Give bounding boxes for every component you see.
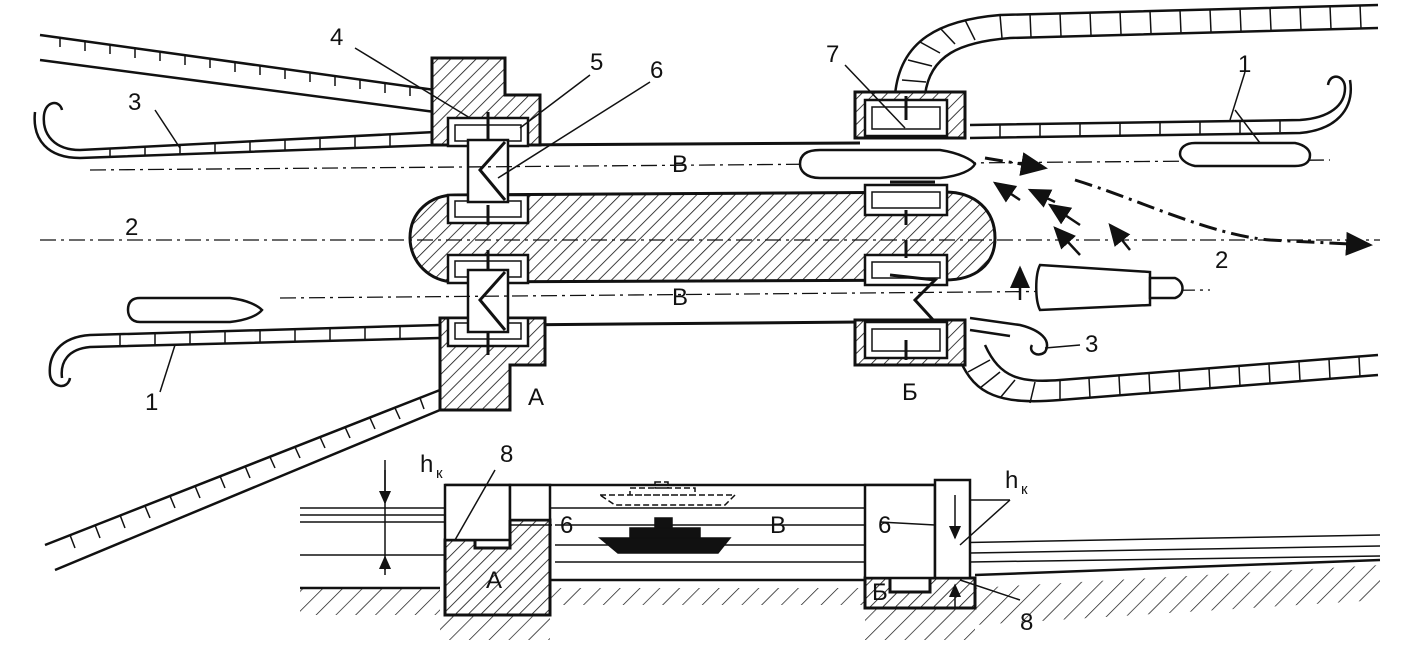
embankment-upper-right: [893, 3, 1379, 96]
guide-pier-lower-right: [969, 316, 1049, 356]
label-5: 5: [590, 49, 603, 76]
lock-chamber-plan: [504, 141, 861, 327]
ship-approaching: [1035, 263, 1184, 312]
label-head-b: Б: [902, 379, 918, 406]
chamber-axis-upper: [89, 159, 1331, 171]
label-6-plan: 6: [650, 57, 663, 84]
label-head-a: А: [528, 384, 544, 411]
embankment-lower-right: [958, 344, 1379, 404]
label-6-section-left: 6: [560, 512, 573, 539]
ship-upper-right: [1178, 141, 1312, 168]
label-6-section-right: 6: [878, 512, 891, 539]
longitudinal-section: [300, 460, 1381, 640]
label-3-bottom: 3: [1085, 331, 1098, 358]
label-3-top: 3: [128, 89, 141, 116]
flow-arrows: [984, 152, 1373, 300]
guide-pier-lower-left: [48, 323, 441, 388]
label-2-left: 2: [125, 214, 138, 241]
leader-lines: [154, 47, 1261, 393]
ship-lower-left: [126, 296, 264, 324]
embankment-upper-left: [39, 33, 436, 114]
label-chamber-bottom: В: [672, 284, 688, 311]
label-head-b-section: Б: [872, 579, 888, 606]
ship-in-chamber: [798, 148, 977, 180]
label-4: 4: [330, 24, 343, 51]
embankment-lower-left: [44, 388, 441, 572]
guide-pier-upper-right: [969, 75, 1353, 140]
label-7: 7: [826, 41, 839, 68]
label-1-bottom: 1: [145, 389, 158, 416]
upper-head-a: [430, 56, 547, 412]
label-chamber-section: В: [770, 512, 786, 539]
label-hk-left: h: [420, 451, 433, 478]
label-chamber-top: В: [672, 151, 688, 178]
label-hk-left-sub: к: [436, 465, 443, 482]
label-1-top: 1: [1238, 51, 1251, 78]
guide-pier-upper-left: [33, 101, 436, 160]
label-2-right: 2: [1215, 247, 1228, 274]
label-head-a-section: А: [486, 567, 502, 594]
label-8-right: 8: [1020, 609, 1033, 636]
label-hk-right-sub: к: [1021, 481, 1028, 498]
lower-head-b: [853, 90, 967, 367]
label-hk-right: h: [1005, 467, 1018, 494]
label-8-left: 8: [500, 441, 513, 468]
